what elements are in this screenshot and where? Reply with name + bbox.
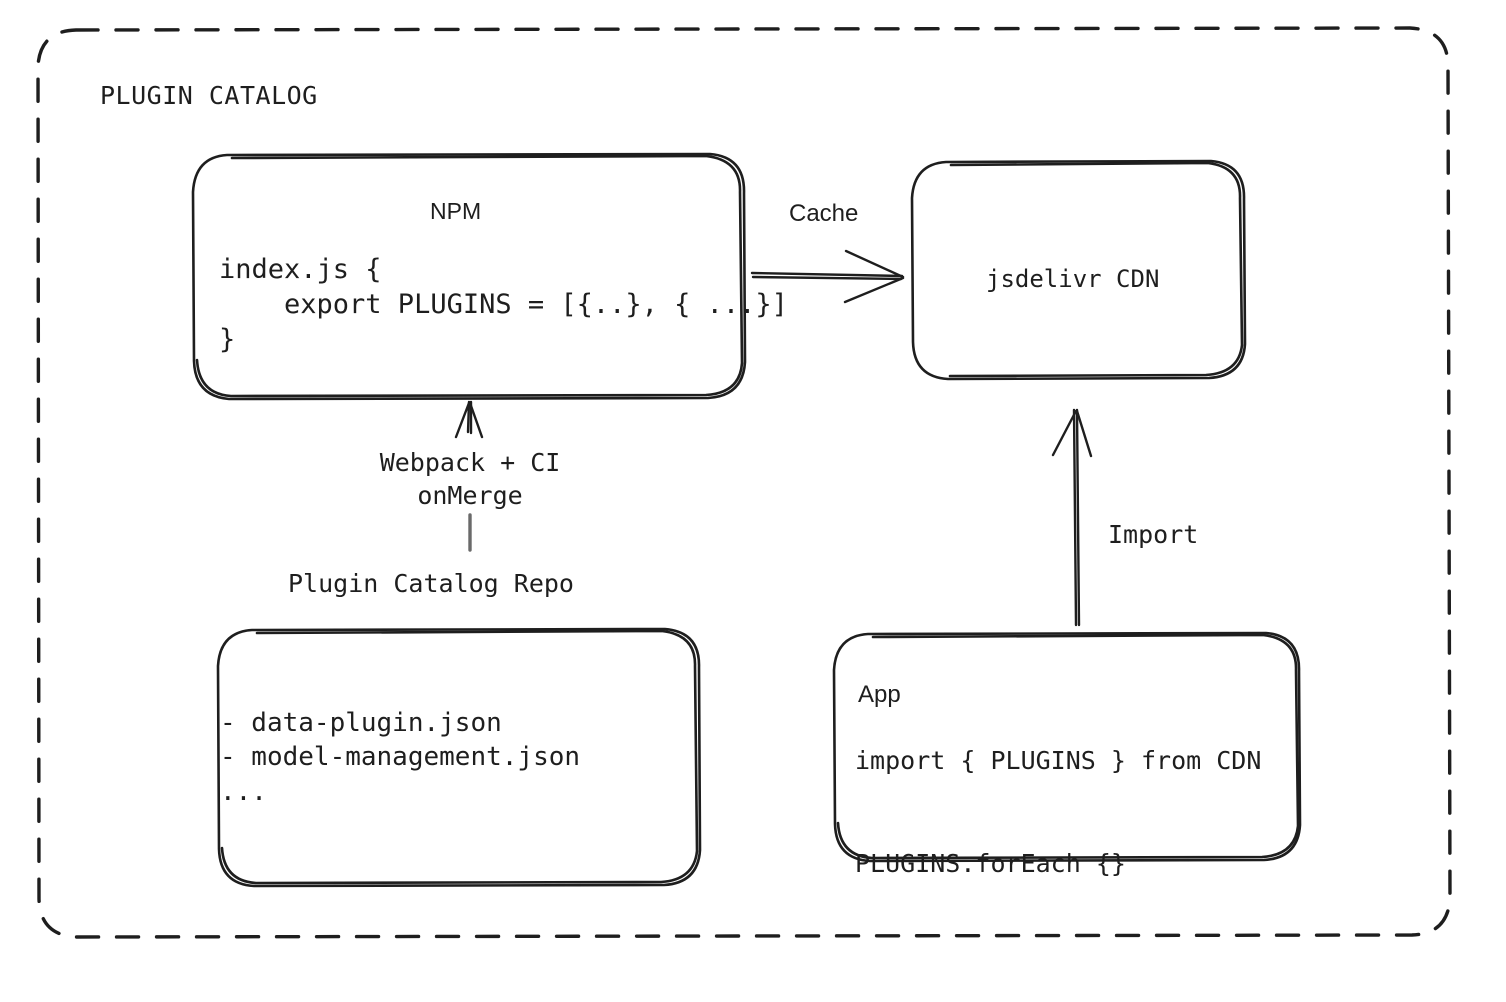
- edge-label-webpack-ci: Webpack + CI onMerge: [379, 448, 561, 510]
- edge-label-import: Import: [1108, 520, 1199, 549]
- npm-node-title: NPM: [430, 198, 482, 224]
- cdn-node-title: jsdelivr CDN: [986, 265, 1160, 293]
- repo-node-label: Plugin Catalog Repo: [288, 569, 574, 598]
- app-node-code: import { PLUGINS } from CDN PLUGINS.forE…: [855, 746, 1262, 878]
- repo-node-files: - data-plugin.json - model-management.js…: [220, 708, 581, 807]
- npm-node-code: index.js { export PLUGINS = [{..}, { ...…: [219, 254, 788, 356]
- app-node-title: App: [858, 681, 901, 708]
- edge-app-to-cdn: [1051, 408, 1093, 627]
- edge-label-cache: Cache: [789, 200, 859, 227]
- group-title: PLUGIN CATALOG: [100, 81, 318, 110]
